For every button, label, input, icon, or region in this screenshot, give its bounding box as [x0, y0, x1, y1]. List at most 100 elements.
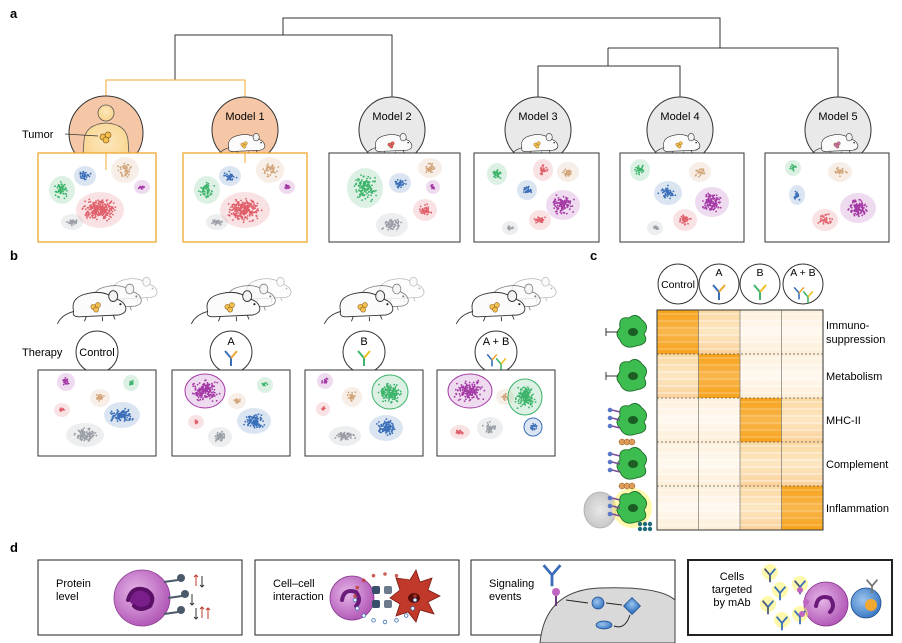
heatmap-stripe — [657, 452, 699, 454]
cell-dot — [669, 197, 671, 200]
cell-dot — [461, 388, 464, 391]
cell-dot — [359, 195, 361, 197]
cell-dot — [474, 393, 477, 396]
cell-dot — [528, 398, 531, 401]
cell-dot — [371, 180, 374, 183]
cell-dot — [117, 169, 120, 172]
cell-dot — [538, 219, 541, 222]
panel-letter-b: b — [10, 248, 18, 263]
cell-dot — [241, 210, 244, 213]
heatmap-column-label: Control — [661, 279, 695, 291]
cell-dot — [276, 170, 278, 173]
heatmap-stripe — [781, 480, 823, 482]
cell-dot — [461, 432, 464, 435]
cell-dot — [86, 433, 89, 436]
cell-dot — [56, 186, 59, 189]
cell-dot — [100, 200, 103, 203]
cell-dot — [666, 195, 669, 198]
cell-dot — [525, 390, 527, 393]
cell-dot — [382, 227, 384, 230]
heatmap-cell — [698, 442, 740, 486]
cell-dot — [516, 407, 519, 410]
cell-dot — [94, 215, 97, 218]
cell-dot — [211, 386, 213, 388]
cell-dot — [713, 194, 716, 197]
cell-dot — [555, 210, 558, 213]
cell-dot — [128, 168, 131, 171]
cell-dot — [214, 435, 217, 438]
cell-dot — [354, 395, 356, 397]
cell-dot — [97, 214, 100, 217]
cell-dot — [837, 168, 840, 171]
cell-dot — [231, 174, 234, 177]
model-circle-2: Model 2 — [358, 96, 426, 164]
cell-dot — [321, 408, 324, 410]
cell-dot — [195, 422, 198, 425]
cell-dot — [518, 398, 520, 401]
cell-dot — [476, 396, 478, 399]
cell-dot — [383, 391, 386, 393]
cell-dot — [253, 207, 255, 210]
cell-dot — [656, 226, 658, 228]
cell-dot — [111, 210, 114, 213]
heatmap-row-label: Metabolism — [826, 371, 882, 383]
cell-dot — [556, 204, 559, 207]
cell-dot — [84, 214, 87, 217]
cell-dot — [60, 183, 63, 186]
condition-label: Control — [79, 347, 114, 359]
cell-dot — [385, 431, 388, 433]
cluster-halo — [57, 373, 75, 391]
cell-dot — [463, 400, 466, 402]
cell-dot — [66, 381, 69, 383]
cell-dot — [207, 191, 210, 194]
cell-dot — [791, 163, 793, 166]
cell-dot — [241, 201, 244, 204]
cell-dot — [642, 164, 644, 167]
cell-dot — [682, 215, 685, 218]
cell-dot — [707, 206, 710, 208]
cell-dot — [481, 424, 484, 427]
cell-dot — [518, 402, 520, 405]
heatmap-stripe — [740, 364, 782, 366]
cell-dot — [394, 385, 397, 388]
heatmap-stripe — [781, 320, 823, 322]
heatmap-stripe — [781, 445, 823, 447]
cell-dot — [269, 174, 272, 176]
heatmap-stripe — [657, 334, 699, 336]
cell-dot — [80, 177, 82, 179]
cell-dot — [207, 187, 210, 190]
cell-dot — [246, 210, 248, 213]
cell-dot — [249, 421, 252, 423]
cell-dot — [380, 390, 383, 392]
heatmap-stripe — [781, 401, 823, 403]
cell-dot — [345, 438, 348, 440]
therapy-label: Therapy — [22, 347, 63, 359]
cell-dot — [65, 221, 68, 223]
heatmap-stripe — [740, 496, 782, 498]
cell-dot — [637, 171, 640, 174]
heatmap-stripe — [781, 408, 823, 410]
cell-dot — [456, 382, 458, 385]
heatmap-cell — [781, 354, 823, 398]
cell-dot — [426, 203, 428, 206]
heatmap-stripe — [698, 466, 740, 468]
cell-dot — [418, 208, 421, 211]
cell-dot — [522, 399, 525, 402]
cell-dot — [525, 187, 527, 190]
cell-dot — [520, 405, 522, 408]
cell-dot — [428, 211, 430, 213]
cluster-halo — [347, 168, 383, 208]
cell-dot — [252, 417, 255, 420]
cell-dot — [679, 217, 682, 220]
heatmap-stripe — [740, 459, 782, 461]
cell-dot — [110, 419, 113, 422]
cell-dot — [472, 386, 475, 389]
heatmap-stripe — [740, 320, 782, 322]
cell-dot — [569, 200, 572, 203]
cell-dot — [429, 167, 432, 170]
cell-dot — [702, 200, 704, 202]
cell-dot — [505, 392, 507, 395]
heatmap-column-header: A — [698, 263, 740, 305]
cell-dot — [475, 389, 478, 392]
cell-dot — [88, 435, 91, 438]
